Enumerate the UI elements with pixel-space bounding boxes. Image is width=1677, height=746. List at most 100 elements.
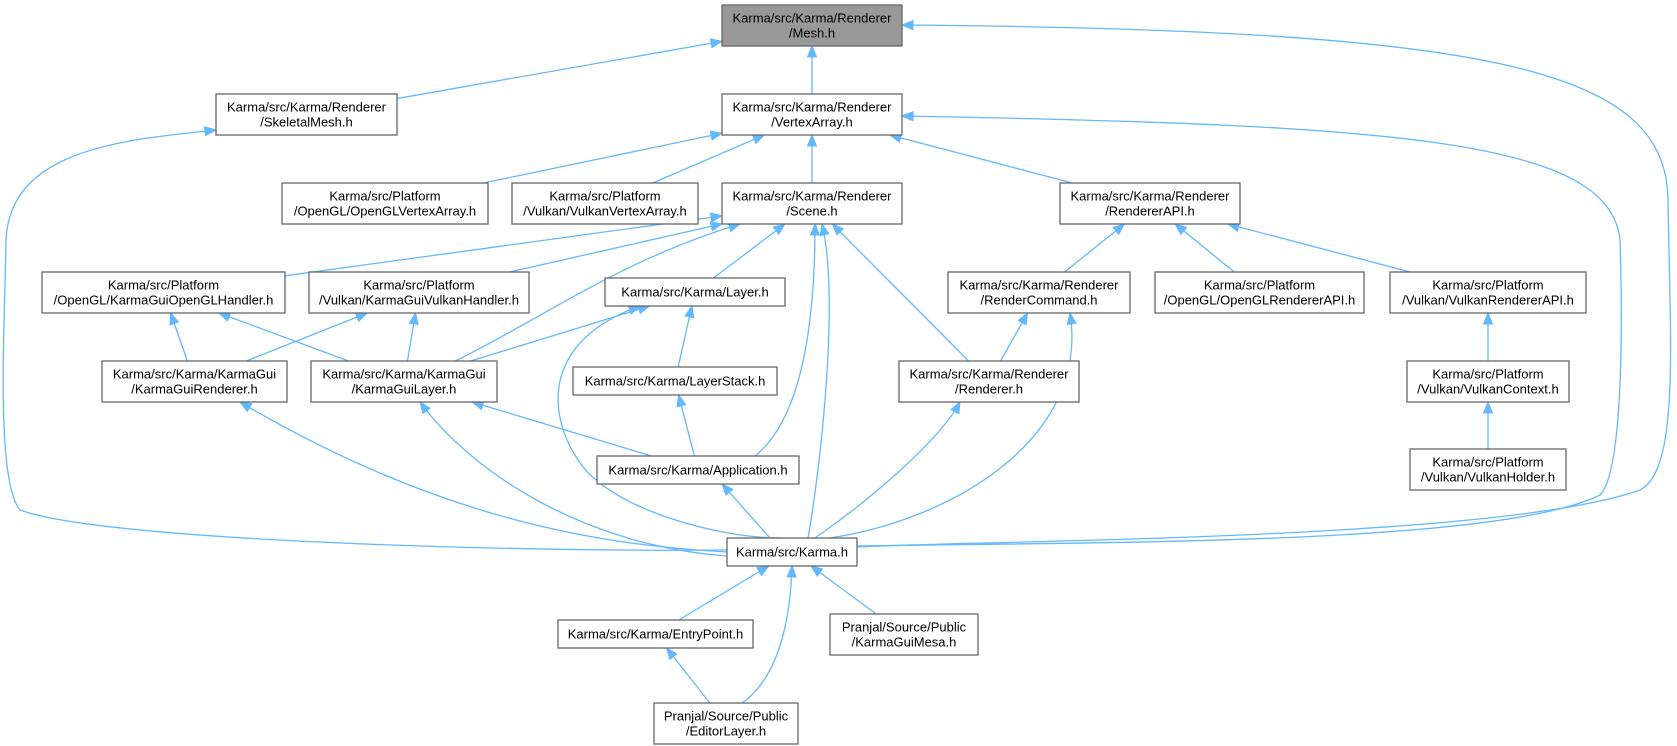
node-box[interactable] [721, 182, 903, 225]
node-label-line: Karma/src/Karma/Renderer [1071, 189, 1231, 204]
node-label-line: /KarmaGuiRenderer.h [131, 382, 257, 397]
node-layerstack[interactable]: Karma/src/Karma/LayerStack.h [572, 366, 778, 396]
edge-karmaguilayer-to-scene [454, 223, 741, 362]
node-openglrendererapi[interactable]: Karma/src/Platform/OpenGL/OpenGLRenderer… [1154, 271, 1365, 314]
node-vulkanholder[interactable]: Karma/src/Platform/Vulkan/VulkanHolder.h [1409, 448, 1567, 491]
node-vertexarray[interactable]: Karma/src/Karma/Renderer/VertexArray.h [721, 93, 903, 136]
edge-karma-to-scene [807, 223, 830, 539]
node-box[interactable] [604, 277, 786, 307]
edge-rendererapi-to-vertexarray [889, 134, 1073, 184]
arrowhead-karma>mesh [900, 19, 914, 31]
node-label-line: /Vulkan/VulkanVertexArray.h [523, 204, 687, 219]
node-box[interactable] [721, 93, 903, 136]
node-label-line: Karma/src/Platform [1432, 455, 1543, 470]
arrowhead-karma>renderer [950, 400, 961, 415]
node-label-line: /KarmaGuiMesa.h [852, 635, 957, 650]
edge-karmaguimesa-to-karma [810, 565, 877, 615]
node-label-line: Karma/src/Platform [1432, 278, 1543, 293]
edge-application-to-karmaguilayer [471, 401, 652, 457]
node-label-line: /Vulkan/VulkanHolder.h [1421, 470, 1555, 485]
edge-rendercommand-to-rendererapi [1064, 223, 1125, 273]
node-karmaguilayer[interactable]: Karma/src/Karma/KarmaGui/KarmaGuiLayer.h [310, 360, 498, 403]
node-karmaguirenderer[interactable]: Karma/src/Karma/KarmaGui/KarmaGuiRendere… [101, 360, 288, 403]
node-openglvertexarray[interactable]: Karma/src/Platform/OpenGL/OpenGLVertexAr… [281, 182, 489, 225]
edge-karma-to-karmaguilayer [419, 401, 728, 557]
arrowhead-karma>rendercommand [1066, 311, 1077, 326]
node-karmaguimesa[interactable]: Pranjal/Source/Public/KarmaGuiMesa.h [829, 613, 979, 656]
node-box[interactable] [41, 271, 286, 314]
node-editorlayer[interactable]: Pranjal/Source/Public/EditorLayer.h [653, 702, 799, 745]
node-label-line: /RenderCommand.h [980, 293, 1097, 308]
node-box[interactable] [310, 360, 498, 403]
node-box[interactable] [653, 702, 799, 745]
node-box[interactable] [557, 619, 754, 649]
edge-karma-to-vertexarray [855, 115, 1622, 547]
node-label-line: Karma/src/Karma/Application.h [608, 463, 787, 478]
node-layer[interactable]: Karma/src/Karma/Layer.h [604, 277, 786, 307]
edge-editorlayer-to-karma [741, 565, 793, 704]
arrowhead-karmaguimesa>karma [809, 565, 824, 578]
edge-editorlayer-to-entrypoint [666, 647, 711, 704]
node-label-line: Karma/src/Platform [363, 278, 474, 293]
node-box[interactable] [726, 537, 858, 567]
edge-renderer-to-scene [831, 223, 970, 362]
arrowhead-entrypoint>karma [756, 565, 770, 577]
node-box[interactable] [596, 455, 800, 485]
edge-vulkanrendererapi-to-rendererapi [1227, 223, 1411, 273]
node-rendercommand[interactable]: Karma/src/Karma/Renderer/RenderCommand.h [947, 271, 1131, 314]
node-box[interactable] [572, 366, 778, 396]
node-box[interactable] [101, 360, 288, 403]
arrowhead-skeletalmesh>mesh [709, 38, 724, 49]
edge-karma-to-skeletalmesh [2, 129, 728, 551]
node-box[interactable] [1389, 271, 1587, 314]
node-karmaguiopenglhandler[interactable]: Karma/src/Platform/OpenGL/KarmaGuiOpenGL… [41, 271, 286, 314]
edge-karma-to-rendercommand [829, 312, 1073, 539]
node-box[interactable] [511, 182, 699, 225]
node-karmaguivulkanhandler[interactable]: Karma/src/Platform/Vulkan/KarmaGuiVulkan… [308, 271, 530, 314]
node-box[interactable] [1406, 360, 1570, 403]
node-vulkanrendererapi[interactable]: Karma/src/Platform/Vulkan/VulkanRenderer… [1389, 271, 1587, 314]
arrowhead-application>scene [809, 222, 821, 236]
node-box[interactable] [898, 360, 1080, 403]
node-label-line: /Vulkan/KarmaGuiVulkanHandler.h [319, 293, 519, 308]
node-label-line: Karma/src/Karma/Renderer [227, 100, 387, 115]
node-mesh[interactable]: Karma/src/Karma/Renderer/Mesh.h [721, 4, 903, 47]
node-label-line: /Mesh.h [789, 26, 835, 41]
node-entrypoint[interactable]: Karma/src/Karma/EntryPoint.h [557, 619, 754, 649]
node-application[interactable]: Karma/src/Karma/Application.h [596, 455, 800, 485]
node-rendererapi[interactable]: Karma/src/Karma/Renderer/RendererAPI.h [1059, 182, 1241, 225]
edge-karmaguiopenglhandler-to-scene [284, 215, 723, 277]
node-box[interactable] [1059, 182, 1241, 225]
arrowhead-renderer>rendercommand [1017, 311, 1029, 326]
arrowhead-karma>vertexarray [900, 110, 914, 122]
node-box[interactable] [281, 182, 489, 225]
node-box[interactable] [215, 93, 398, 136]
arrowhead-karmaguiopenglhandler>scene [709, 212, 724, 223]
node-box[interactable] [1154, 271, 1365, 314]
arrowhead-karmaguirenderer>karmaguivulkanhandler [354, 312, 369, 323]
edge-karma-to-mesh [855, 24, 1672, 548]
node-vulkanvertexarray[interactable]: Karma/src/Platform/Vulkan/VulkanVertexAr… [511, 182, 699, 225]
node-label-line: Pranjal/Source/Public [842, 620, 967, 635]
arrowhead-editorlayer>karma [786, 564, 797, 578]
node-box[interactable] [721, 4, 903, 47]
node-renderer[interactable]: Karma/src/Karma/Renderer/Renderer.h [898, 360, 1080, 403]
node-box[interactable] [829, 613, 979, 656]
node-scene[interactable]: Karma/src/Karma/Renderer/Scene.h [721, 182, 903, 225]
node-label-line: Karma/src/Karma/KarmaGui [322, 367, 485, 382]
node-label-line: Karma/src/Karma/Layer.h [621, 285, 768, 300]
node-box[interactable] [308, 271, 530, 314]
node-label-line: Karma/src/Platform [1204, 278, 1315, 293]
node-label-line: /OpenGL/OpenGLVertexArray.h [294, 204, 476, 219]
node-skeletalmesh[interactable]: Karma/src/Karma/Renderer/SkeletalMesh.h [215, 93, 398, 136]
arrowhead-karma>scene [819, 222, 830, 237]
node-vulkancontext[interactable]: Karma/src/Platform/Vulkan/VulkanContext.… [1406, 360, 1570, 403]
node-box[interactable] [1409, 448, 1567, 491]
node-label-line: /SkeletalMesh.h [260, 115, 353, 130]
node-label-line: Karma/src/Karma/Renderer [910, 367, 1070, 382]
node-label-line: Karma/src/Platform [1432, 367, 1543, 382]
edge-layer [2, 19, 1672, 704]
node-box[interactable] [947, 271, 1131, 314]
node-karma[interactable]: Karma/src/Karma.h [726, 537, 858, 567]
